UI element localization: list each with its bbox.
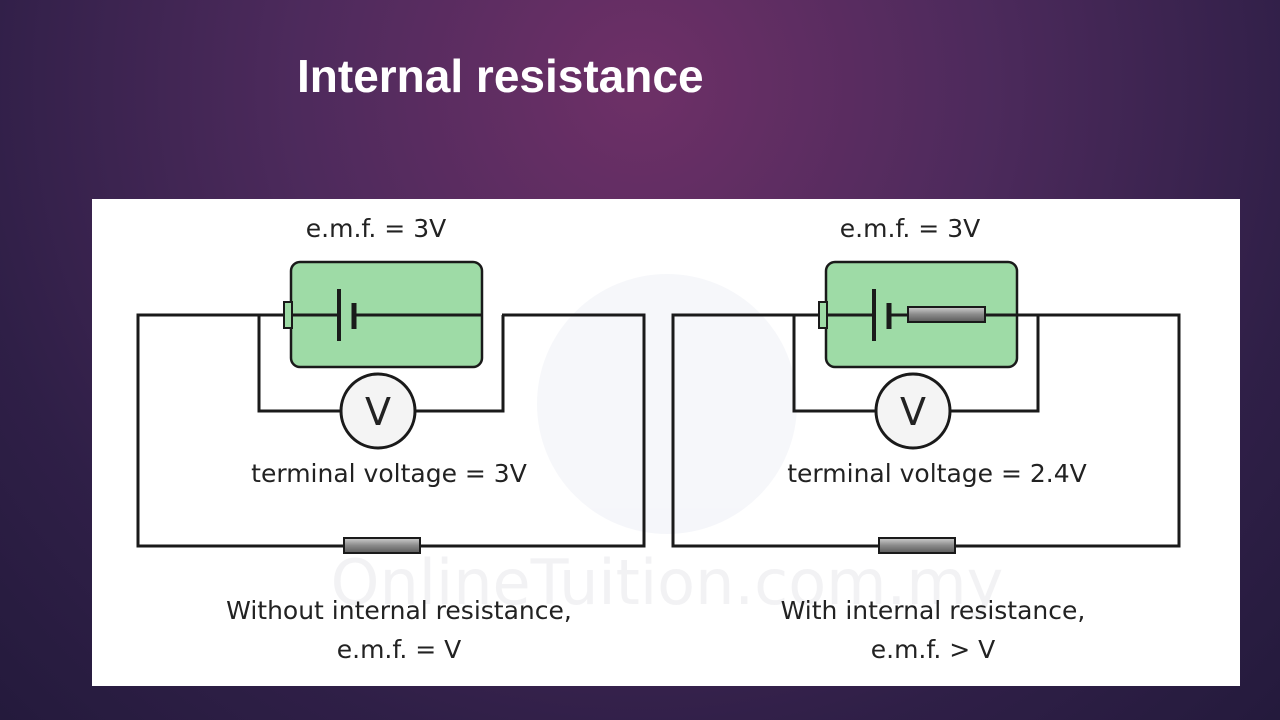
watermark-logo-circle [537,274,797,534]
circuit-with-internal-resistance: e.m.f. = 3V V terminal voltage = 2.4V Wi… [671,214,1181,664]
terminal-voltage-label: terminal voltage = 3V [251,459,527,488]
outer-wire [136,313,344,548]
watermark-text: OnlineTuition.com.my [331,546,1004,619]
voltmeter [874,372,952,450]
caption-line-1: Without internal resistance, [226,596,572,625]
external-resistor [343,537,421,554]
caption-line-1: With internal resistance, [781,596,1086,625]
slide-title: Internal resistance [297,50,704,102]
outer-wire-right [420,313,646,548]
battery-terminal [283,301,293,329]
internal-resistor [907,306,986,323]
voltmeter-wire [257,315,341,413]
circuit-without-internal-resistance: e.m.f. = 3V V terminal voltage = 3V With… [136,214,646,664]
watermark: OnlineTuition.com.my [331,274,1004,619]
caption-line-2: e.m.f. > V [871,635,996,664]
voltmeter-wire-right [950,315,1040,413]
caption-line-2: e.m.f. = V [337,635,462,664]
voltmeter-wire [792,315,876,413]
circuit-diagram: OnlineTuition.com.my e.m.f. = 3V V termi… [136,214,1181,664]
voltmeter-symbol: V [365,390,391,434]
voltmeter-symbol: V [900,390,926,434]
voltmeter [339,372,417,450]
external-resistor [878,537,956,554]
voltmeter-wire-right [415,315,505,413]
outer-wire-right [955,313,1181,548]
emf-label: e.m.f. = 3V [306,214,446,243]
battery-terminal [818,301,828,329]
circuit-figure: OnlineTuition.com.my e.m.f. = 3V V termi… [92,199,1240,686]
terminal-voltage-label: terminal voltage = 2.4V [787,459,1087,488]
outer-wire [671,313,879,548]
emf-label: e.m.f. = 3V [840,214,980,243]
